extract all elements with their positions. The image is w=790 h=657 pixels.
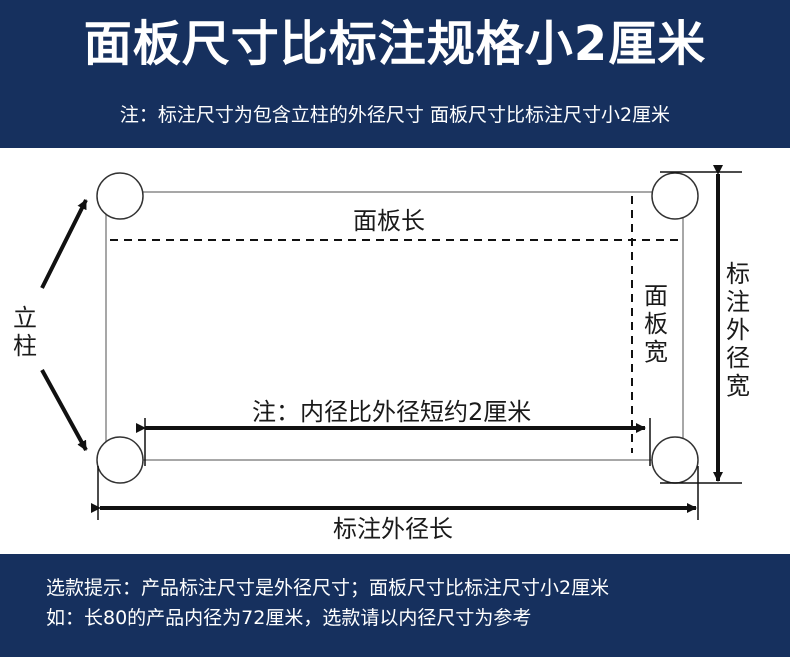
post-circle-top-left (96, 172, 144, 220)
panel-width-label: 面板宽 (644, 282, 668, 366)
footer-example-line: 如：长80的产品内径为72厘米，选款请以内径尺寸为参考 (46, 607, 532, 629)
shelf-dimension-diagram: 面板长 面板宽 立柱 注：内径比外径短约2厘米 标注外径长 标注外径宽 (0, 148, 790, 554)
post-arrow-top (40, 199, 88, 289)
post-circle-bottom-left (96, 436, 144, 484)
outer-length-label: 标注外径长 (333, 515, 453, 543)
shelf-frame (105, 191, 684, 461)
post-label: 立柱 (13, 304, 37, 360)
footer-tip-line: 选款提示：产品标注尺寸是外径尺寸；面板尺寸比标注尺寸小2厘米 (46, 577, 610, 599)
post-circle-top-right (651, 172, 699, 220)
header-banner: 面板尺寸比标注规格小2厘米 注：标注尺寸为包含立柱的外径尺寸 面板尺寸比标注尺寸… (0, 0, 790, 148)
panel-length-label: 面板长 (353, 207, 425, 235)
header-note: 注：标注尺寸为包含立柱的外径尺寸 面板尺寸比标注尺寸小2厘米 (119, 104, 671, 126)
outer-width-label: 标注外径宽 (726, 260, 750, 400)
page-title: 面板尺寸比标注规格小2厘米 (83, 16, 707, 72)
inner-diameter-note: 注：内径比外径短约2厘米 (252, 398, 532, 426)
diagram-drawing (40, 165, 742, 520)
post-arrow-bottom (40, 369, 88, 451)
footer-banner: 选款提示：产品标注尺寸是外径尺寸；面板尺寸比标注尺寸小2厘米 如：长80的产品内… (0, 554, 790, 657)
post-circle-bottom-right (651, 436, 699, 484)
